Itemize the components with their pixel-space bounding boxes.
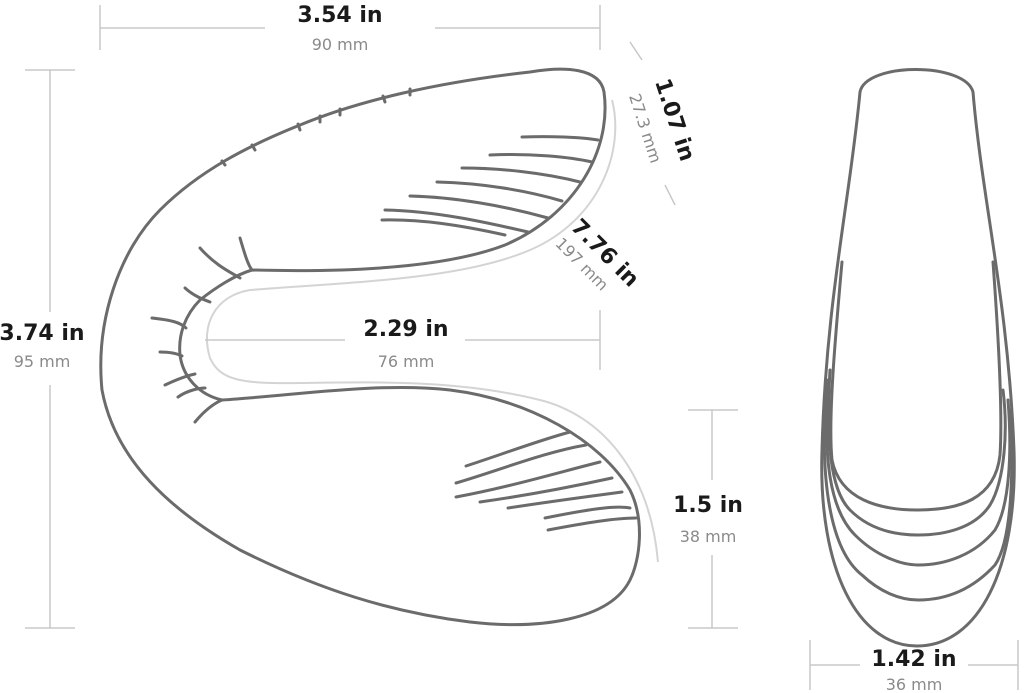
height-in-label: 3.74 in bbox=[0, 321, 85, 346]
lower-arm-mm-label: 38 mm bbox=[680, 527, 737, 546]
side-width-in-label: 1.42 in bbox=[871, 647, 956, 672]
height-mm-label: 95 mm bbox=[14, 352, 71, 371]
width-mm-label: 90 mm bbox=[312, 35, 369, 54]
lower-arm-in-label: 1.5 in bbox=[673, 493, 743, 518]
product-side-view bbox=[820, 68, 1016, 648]
inner-gap-in-label: 2.29 in bbox=[363, 317, 448, 342]
inner-gap-mm-label: 76 mm bbox=[378, 352, 435, 371]
inner-length-guide bbox=[205, 99, 659, 563]
dimension-lines bbox=[25, 5, 1019, 690]
product-front-view bbox=[99, 67, 641, 627]
side-width-mm-label: 36 mm bbox=[886, 675, 943, 693]
width-in-label: 3.54 in bbox=[297, 3, 382, 28]
